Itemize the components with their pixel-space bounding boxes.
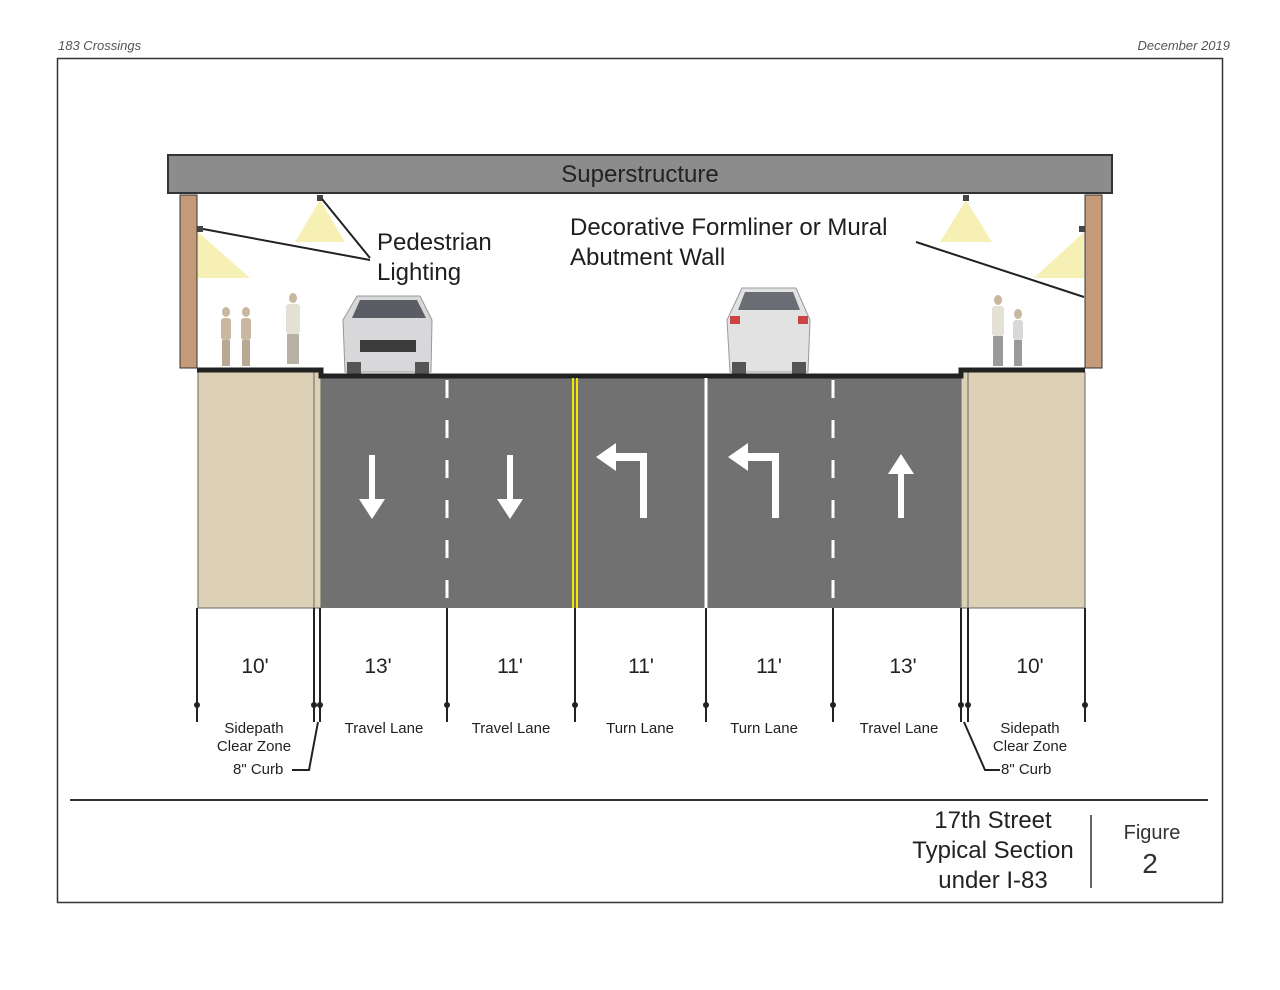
annotation-line: Pedestrian [377, 229, 492, 256]
leader-lines [202, 198, 1085, 298]
sidepath-left [197, 371, 315, 609]
annotation-pedestrian-lighting: Pedestrian Lighting [377, 228, 492, 288]
figure-label: Figure [1123, 822, 1181, 844]
arrow-down-icon [359, 455, 385, 519]
title-line: 17th Street [934, 807, 1052, 834]
dimension-width: 11' [497, 655, 523, 678]
label-line: Clear Zone [216, 738, 292, 755]
dimension-width: 11' [756, 655, 782, 678]
segment-label: Turn Lane [730, 720, 798, 737]
lane-markings [445, 378, 835, 608]
segment-label: Travel Lane [344, 720, 424, 737]
dimension-width: 13' [364, 655, 392, 678]
abutment-wall-left [179, 194, 198, 369]
dimension-width: 10' [1016, 655, 1044, 678]
superstructure-label: Superstructure [561, 161, 719, 188]
header-date: December 2019 [1137, 38, 1231, 53]
segment-label: Travel Lane [471, 720, 551, 737]
lane-arrows [359, 443, 914, 519]
title-line: Typical Section [912, 837, 1074, 864]
figure-number: 2 [1142, 848, 1158, 879]
dimension-width: 13' [889, 655, 917, 678]
left-turn-arrow-icon [596, 443, 647, 518]
superstructure [167, 154, 1113, 194]
annotation-line: Lighting [377, 259, 462, 286]
arrow-down-icon [497, 455, 523, 519]
label-line: Clear Zone [992, 738, 1068, 755]
annotation-line: Abutment Wall [570, 244, 726, 271]
curb-left [313, 371, 322, 609]
sidepath-right [967, 371, 1086, 609]
label-line: Sidepath [224, 720, 284, 737]
annotation-abutment-wall: Decorative Formliner or Mural Abutment W… [570, 213, 887, 273]
annotation-line: Decorative Formliner or Mural [570, 214, 888, 241]
curb-label-left: 8" Curb [233, 761, 284, 778]
abutment-wall-right [1084, 194, 1103, 369]
dimension-lines [196, 608, 1086, 771]
curb-label-right: 8" Curb [1001, 761, 1052, 778]
header-project: 183 Crossings [58, 38, 142, 53]
segment-label: Travel Lane [859, 720, 939, 737]
dimension-width: 11' [628, 655, 654, 678]
pedestrians-icon [221, 293, 1023, 366]
page-frame [56, 57, 1224, 904]
car-rear-icon [726, 287, 811, 374]
light-icon [198, 200, 1084, 278]
dimension-width: 10' [241, 655, 269, 678]
curb-right [960, 371, 969, 609]
figure-title: 17th Street Typical Section under I-83 [893, 806, 1093, 896]
left-turn-arrow-icon [728, 443, 779, 518]
arrow-up-icon [888, 454, 914, 518]
car-front-icon [342, 295, 433, 374]
label-line: Sidepath [1000, 720, 1060, 737]
title-line: under I-83 [938, 867, 1048, 894]
segment-label: Turn Lane [606, 720, 674, 737]
